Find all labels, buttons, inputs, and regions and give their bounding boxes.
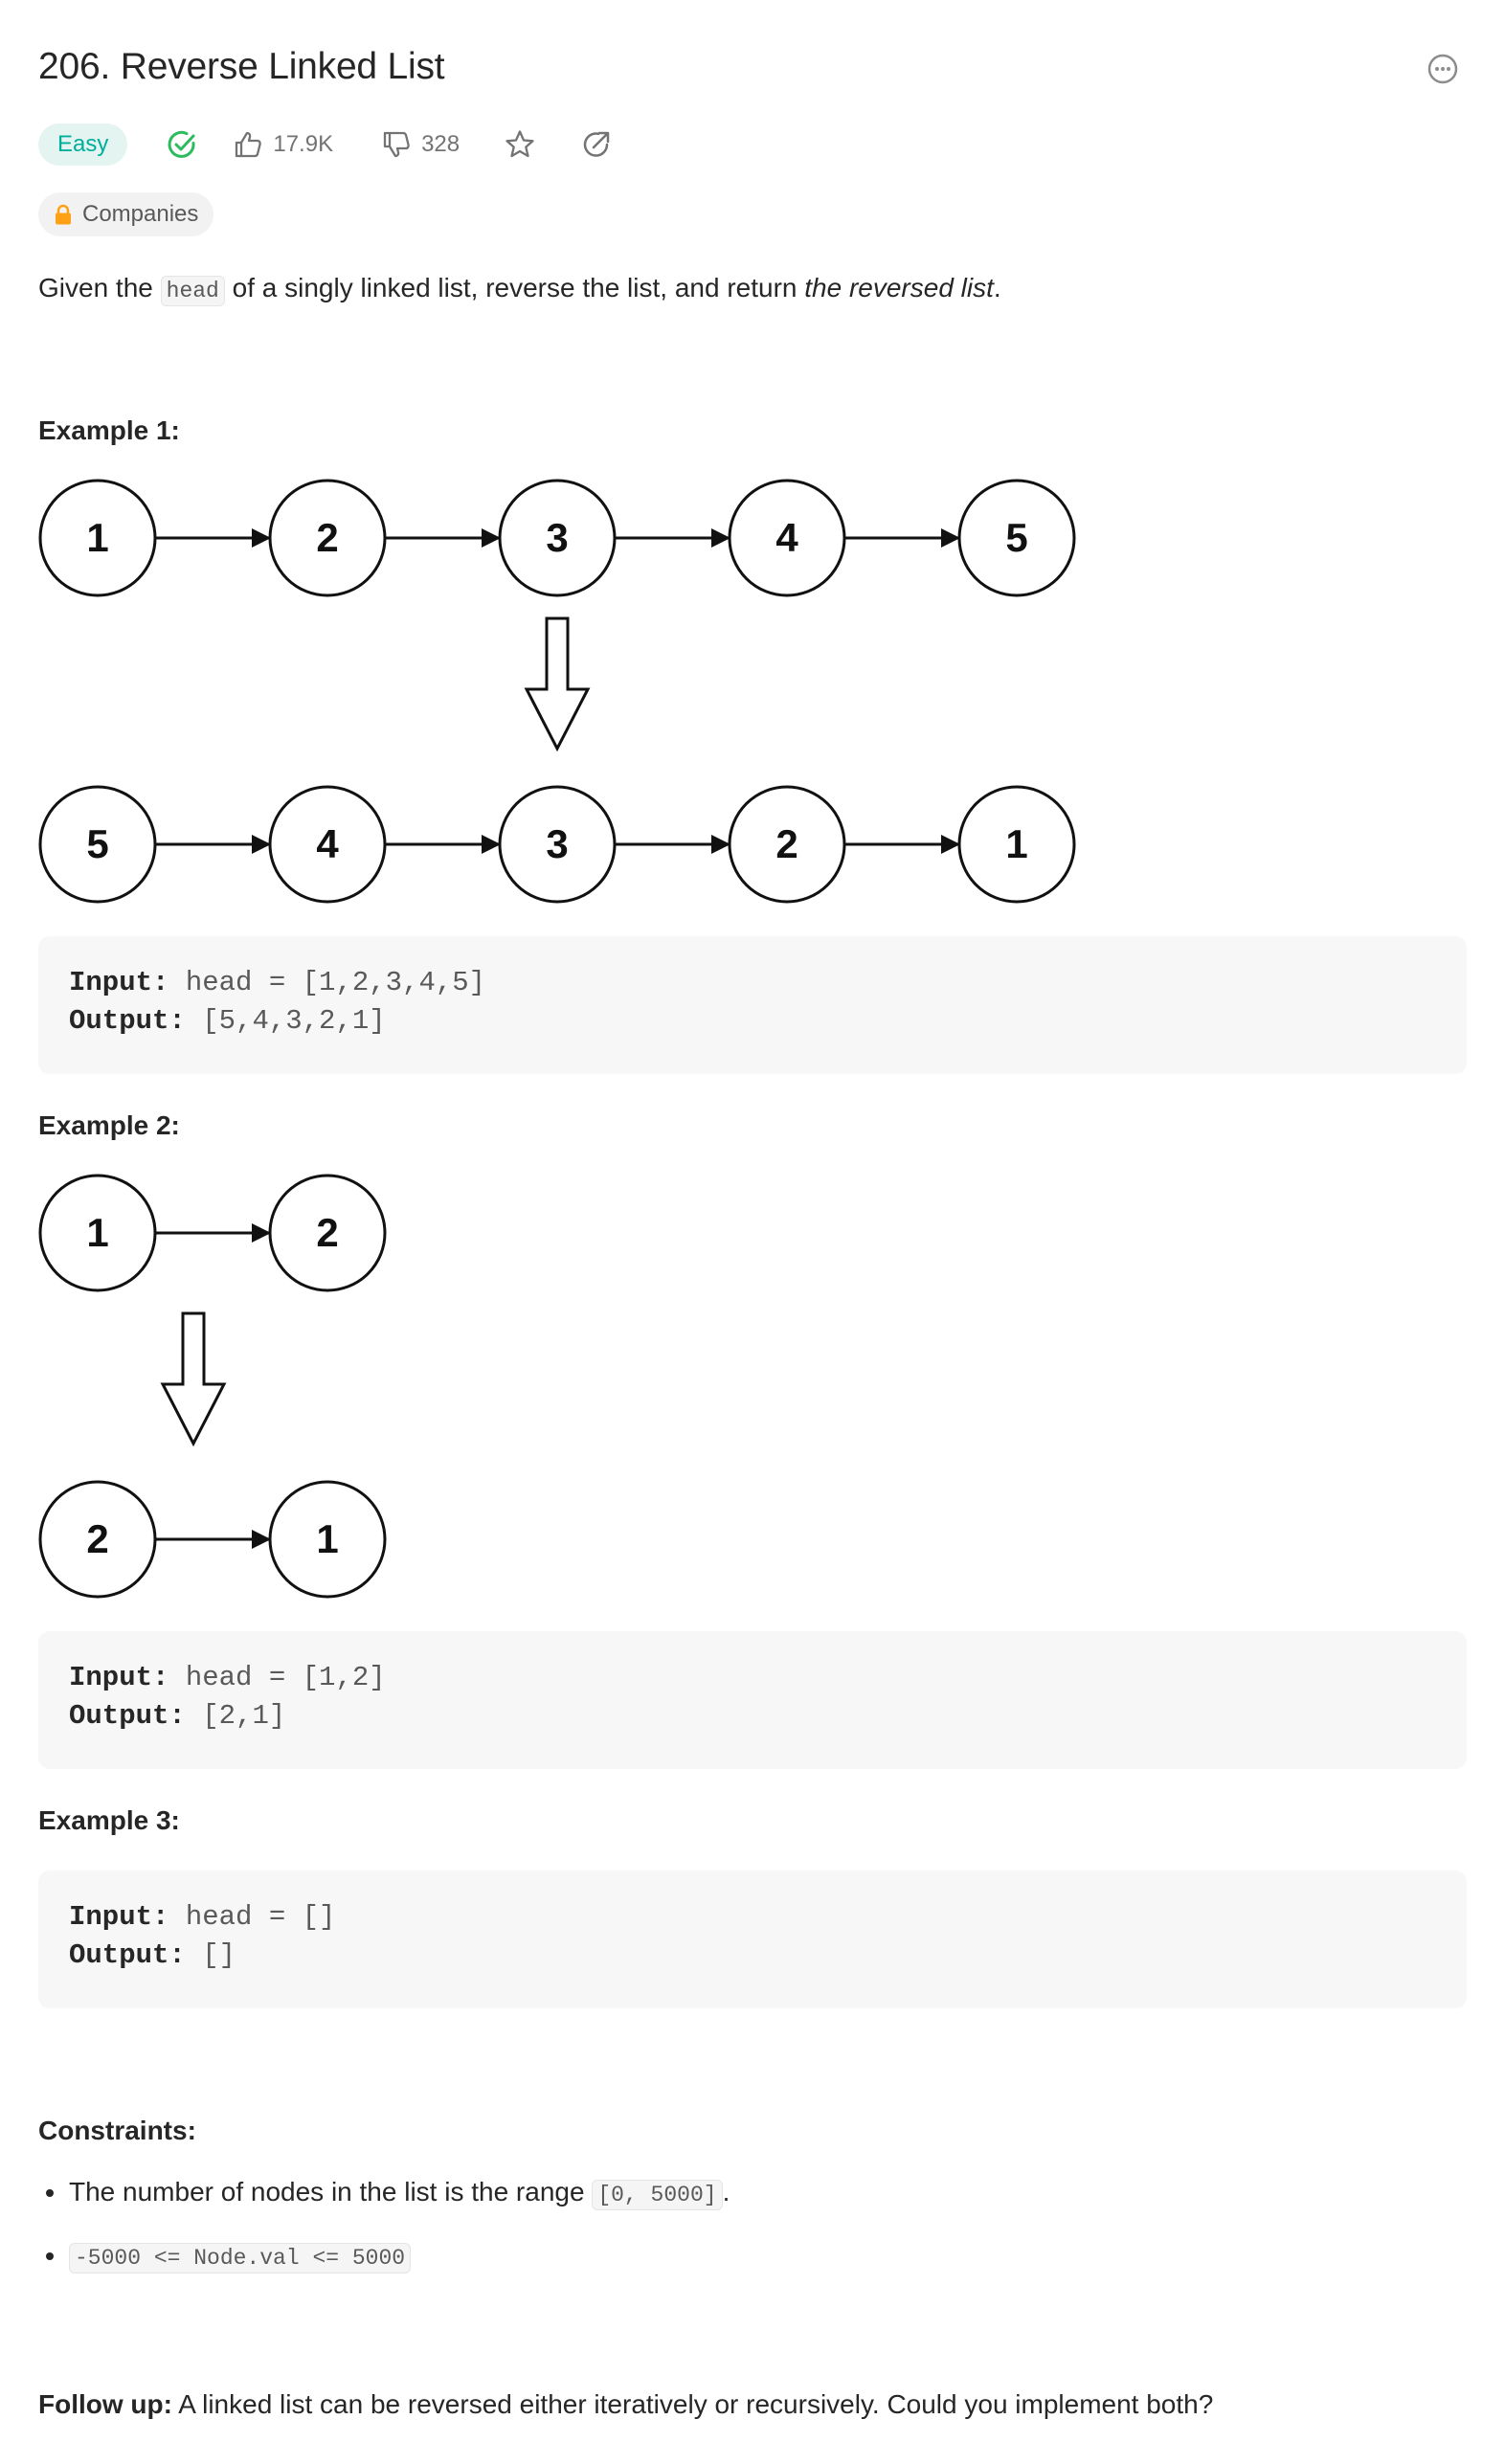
dislike-button[interactable]: 328 <box>381 129 460 160</box>
down-arrow-icon <box>160 1311 227 1447</box>
constraint-text: The number of nodes in the list is the r… <box>69 2177 593 2206</box>
node-value: 2 <box>775 821 797 866</box>
example-2-codeblock: Input: head = [1,2] Output: [2,1] <box>38 1631 1467 1769</box>
constraint-item: -5000 <= Node.val <= 5000 <box>38 2238 730 2274</box>
list-node: 2 <box>728 785 846 904</box>
output-label: Output: <box>69 1939 186 1971</box>
share-icon <box>583 131 610 157</box>
example-1-codeblock: Input: head = [1,2,3,4,5] Output: [5,4,3… <box>38 936 1467 1074</box>
thumbs-down-icon <box>383 131 410 158</box>
list-node: 1 <box>957 785 1076 904</box>
list-node: 2 <box>38 1480 157 1599</box>
input-label: Input: <box>69 1901 169 1933</box>
constraint-text: . <box>722 2177 730 2206</box>
problem-toolbar: Easy 17.9K 328 <box>38 123 613 167</box>
problem-description: Given the head of a singly linked list, … <box>38 271 1001 308</box>
input-label: Input: <box>69 1662 169 1693</box>
input-value: head = [1,2,3,4,5] <box>168 967 486 998</box>
follow-up-text: A linked list can be reversed either ite… <box>171 2389 1214 2419</box>
node-value: 1 <box>86 1210 108 1255</box>
thumbs-up-icon <box>236 131 262 158</box>
more-icon <box>1427 54 1458 84</box>
input-value: head = [1,2] <box>168 1662 386 1693</box>
constraint-code: -5000 <= Node.val <= 5000 <box>69 2243 412 2274</box>
constraints-heading: Constraints: <box>38 2116 196 2145</box>
list-node: 1 <box>38 479 157 597</box>
constraint-code: [0, 5000] <box>592 2180 723 2210</box>
list-node: 5 <box>38 785 157 904</box>
companies-tag[interactable]: Companies <box>38 192 214 236</box>
lock-icon <box>56 204 71 225</box>
list-node: 4 <box>268 785 387 904</box>
node-value: 5 <box>86 821 108 866</box>
follow-up: Follow up: A linked list can be reversed… <box>38 2389 1213 2420</box>
like-button[interactable]: 17.9K <box>233 129 333 160</box>
output-label: Output: <box>69 1005 186 1037</box>
solved-status <box>166 128 198 161</box>
list-node: 5 <box>957 479 1076 597</box>
node-value: 4 <box>775 515 798 560</box>
list-node: 3 <box>498 785 617 904</box>
description-text: . <box>993 273 1001 302</box>
description-emphasis: the reversed list <box>804 273 994 302</box>
list-node: 2 <box>268 479 387 597</box>
input-value: head = [] <box>168 1901 336 1933</box>
list-node: 3 <box>498 479 617 597</box>
node-value: 2 <box>86 1516 108 1561</box>
node-value: 1 <box>86 515 108 560</box>
share-button[interactable] <box>580 128 613 161</box>
node-value: 3 <box>546 821 568 866</box>
inline-code-head: head <box>160 276 225 306</box>
output-value: [2,1] <box>185 1700 286 1732</box>
list-node: 1 <box>268 1480 387 1599</box>
constraint-item: The number of nodes in the list is the r… <box>38 2175 730 2210</box>
likes-count: 17.9K <box>273 131 334 157</box>
node-value: 2 <box>316 515 338 560</box>
problem-title: 206. Reverse Linked List <box>38 46 445 87</box>
node-value: 5 <box>1005 515 1027 560</box>
solved-check-icon <box>168 130 195 158</box>
node-value: 4 <box>316 821 339 866</box>
follow-up-label: Follow up: <box>38 2389 172 2419</box>
difficulty-badge: Easy <box>38 123 128 166</box>
output-value: [] <box>185 1939 236 1971</box>
favorite-button[interactable] <box>504 128 536 161</box>
star-icon <box>505 130 534 158</box>
example-2-heading: Example 2: <box>38 1110 180 1140</box>
example-3-codeblock: Input: head = [] Output: [] <box>38 1870 1467 2008</box>
node-value: 2 <box>316 1210 338 1255</box>
output-value: [5,4,3,2,1] <box>185 1005 386 1037</box>
constraints-list: The number of nodes in the list is the r… <box>38 2175 730 2274</box>
more-options-button[interactable] <box>1426 53 1459 85</box>
example-1-diagram: 1 2 3 4 5 5 4 3 2 1 <box>38 479 1091 907</box>
list-node: 4 <box>728 479 846 597</box>
description-text: Given the <box>38 273 161 302</box>
list-node: 1 <box>38 1174 157 1292</box>
description-text: of a singly linked list, reverse the lis… <box>224 273 805 302</box>
example-2-diagram: 1 2 2 1 <box>38 1174 402 1602</box>
list-node: 2 <box>268 1174 387 1292</box>
input-label: Input: <box>69 967 169 998</box>
example-3-heading: Example 3: <box>38 1805 180 1835</box>
dislikes-count: 328 <box>421 131 460 157</box>
companies-label: Companies <box>82 201 199 227</box>
node-value: 1 <box>316 1516 338 1561</box>
down-arrow-icon <box>524 616 591 752</box>
example-1-heading: Example 1: <box>38 415 180 445</box>
output-label: Output: <box>69 1700 186 1732</box>
node-value: 3 <box>546 515 568 560</box>
node-value: 1 <box>1005 821 1027 866</box>
